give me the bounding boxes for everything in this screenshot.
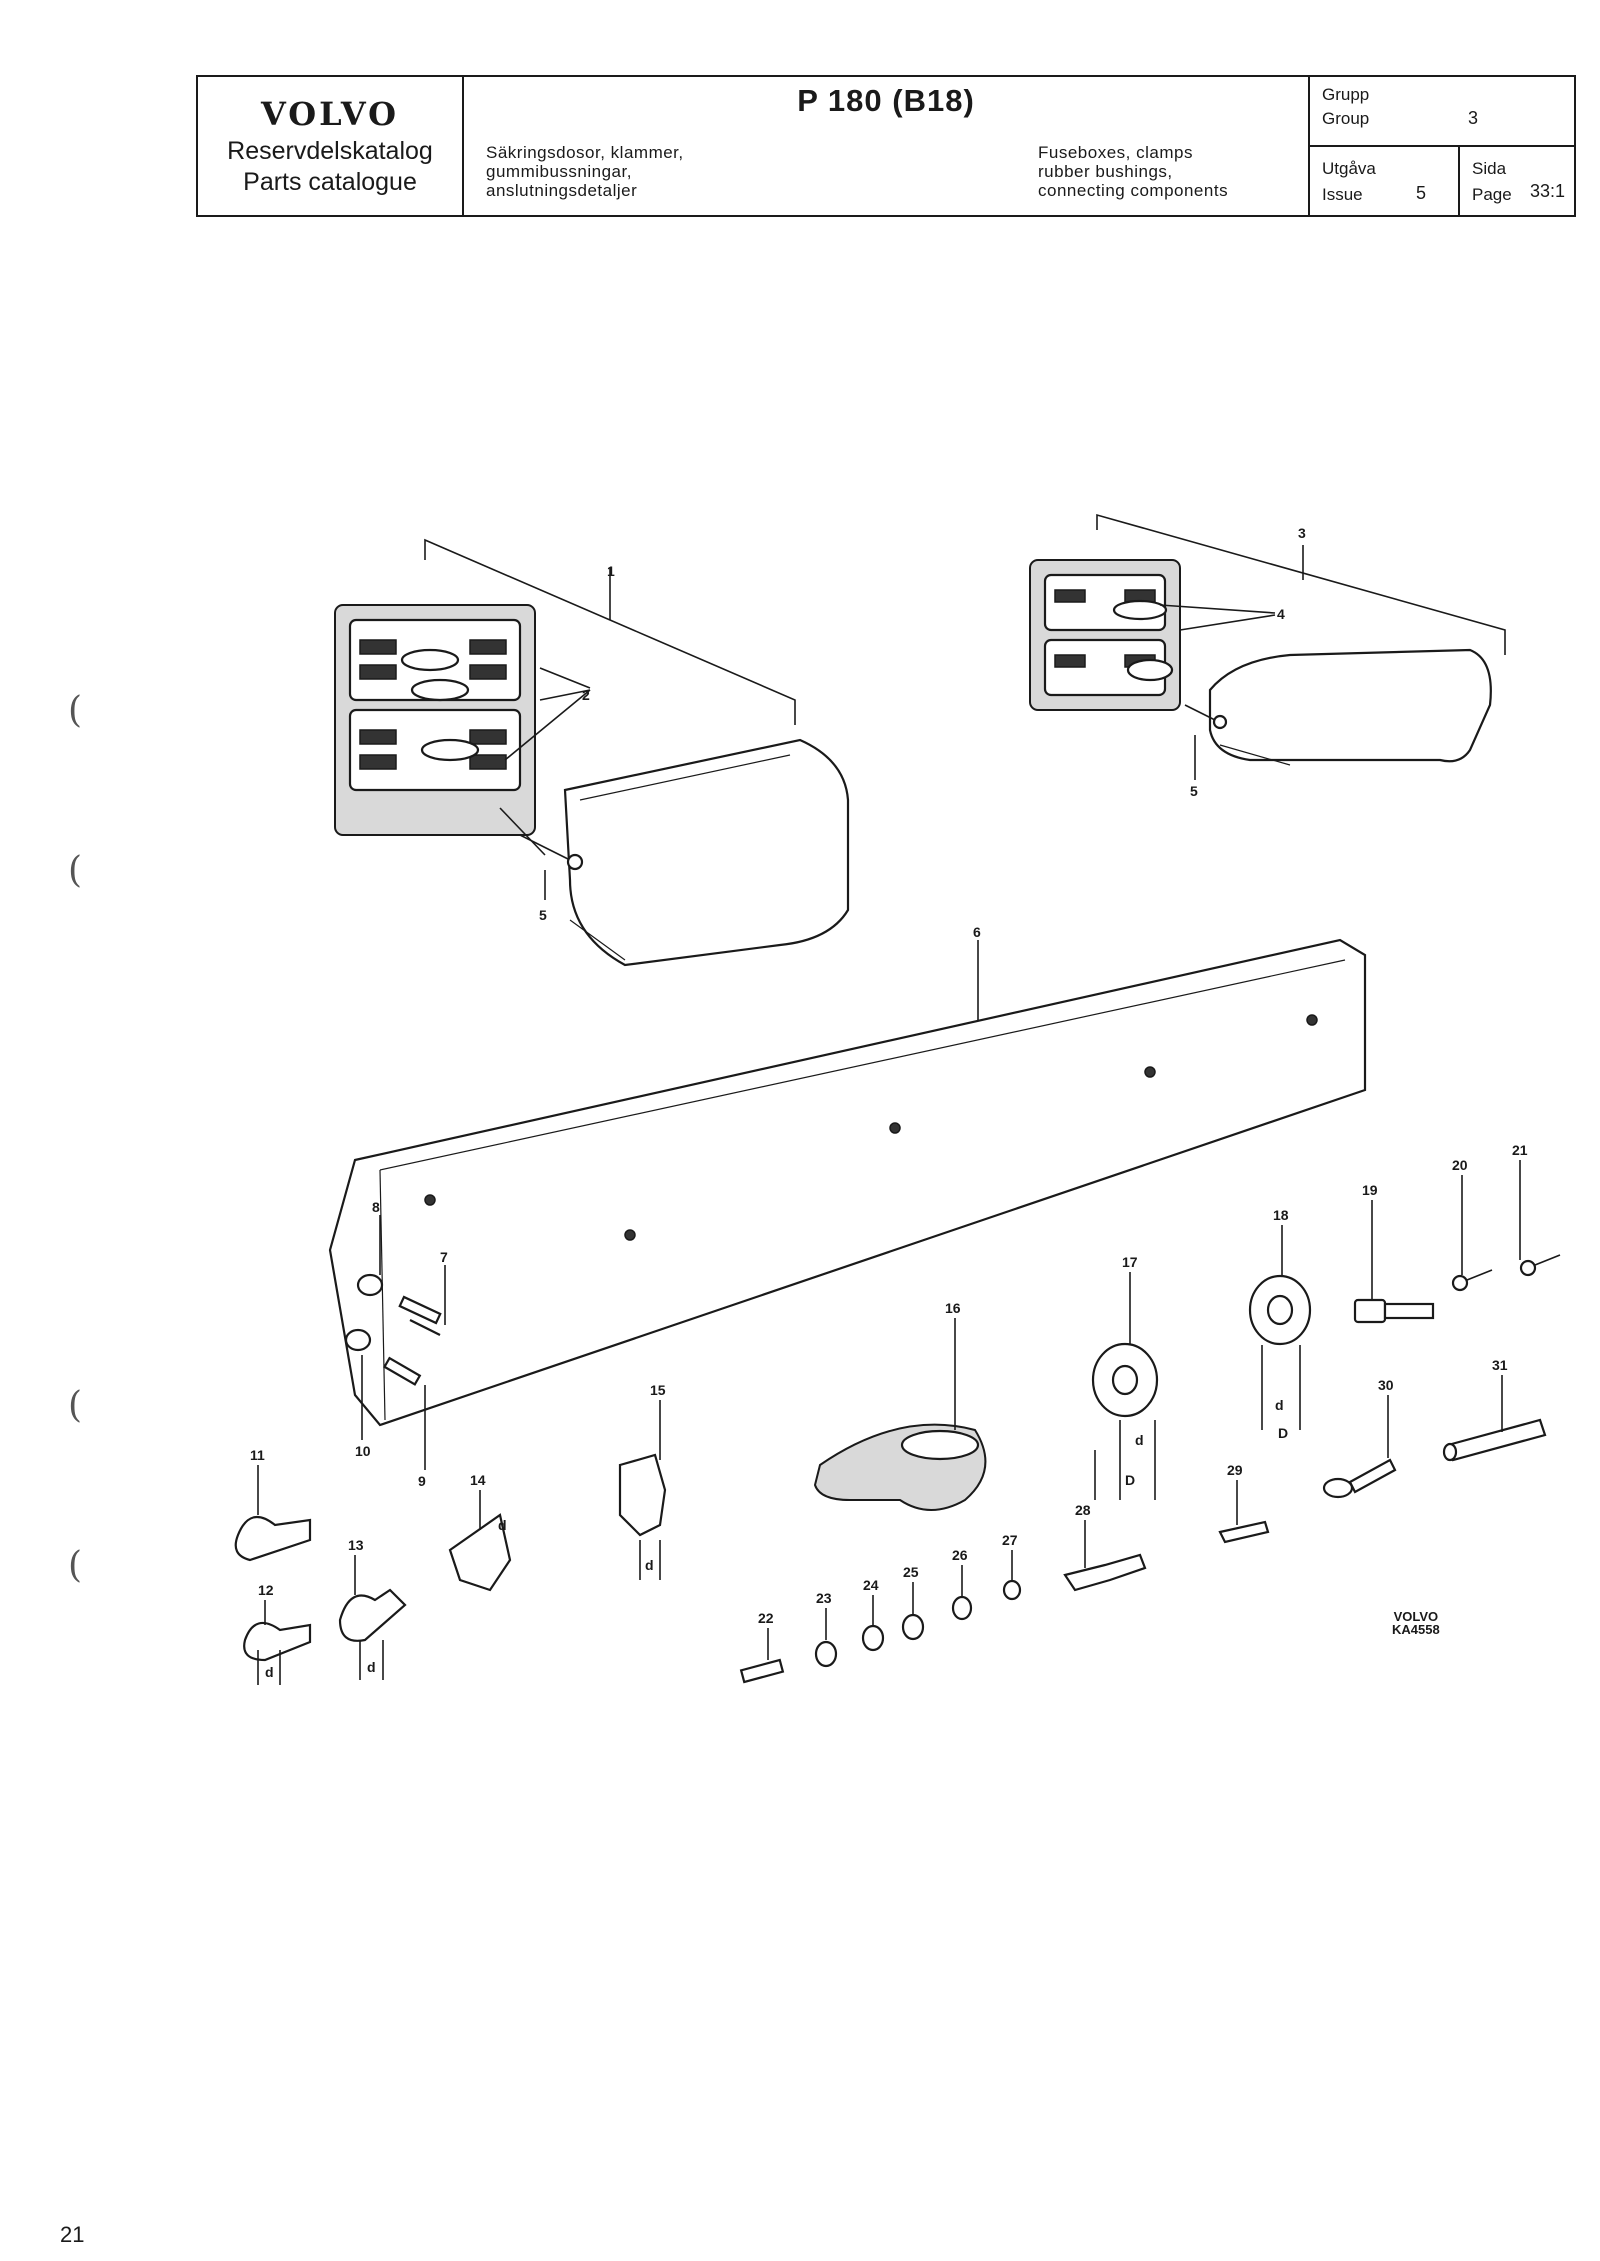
part-label-16: 16: [945, 1300, 961, 1316]
dimension-D-label: D: [1278, 1425, 1288, 1441]
part-label-12: 12: [258, 1582, 274, 1598]
dimension-d-label: d: [265, 1664, 274, 1680]
part-label-19: 19: [1362, 1182, 1378, 1198]
issue-value: 5: [1416, 183, 1427, 203]
illustration-stamp: VOLVO KA4558: [1392, 1610, 1440, 1636]
group-value: 3: [1468, 108, 1479, 128]
description-sv-line: Säkringsdosor, klammer,: [486, 143, 684, 162]
mounting-bar-illustration: [328, 938, 1367, 1470]
part-label-6: 6: [973, 924, 981, 940]
part-label-29: 29: [1227, 1462, 1243, 1478]
part-label-31: 31: [1492, 1357, 1508, 1373]
issue-label-sv: Utgåva: [1322, 159, 1376, 178]
part-label-9: 9: [418, 1473, 426, 1489]
page-value: 33:1: [1530, 181, 1566, 201]
part-label-5: 5: [1190, 783, 1198, 799]
page-label-sv: Sida: [1472, 159, 1507, 178]
part-label-26: 26: [952, 1547, 968, 1563]
part-label-30: 30: [1378, 1377, 1394, 1393]
part-label-10: 10: [355, 1443, 371, 1459]
issue-page-row: Utgåva Issue 5 Sida Page 33:1: [1310, 147, 1576, 217]
binding-margin-mark: (: [68, 1385, 83, 1426]
dimension-d-label: d: [1275, 1397, 1284, 1413]
description-en-line: connecting components: [1038, 181, 1229, 200]
part-label-14: 14: [470, 1472, 486, 1488]
group-label-sv: Grupp: [1322, 85, 1370, 104]
catalog-title-sv: Reservdelskatalog: [227, 137, 433, 165]
part-label-20: 20: [1452, 1157, 1468, 1173]
page-label-en: Page: [1472, 185, 1512, 204]
binding-margin-mark: (: [68, 690, 83, 731]
stamp-code: KA4558: [1392, 1622, 1440, 1637]
dimension-d-label: d: [645, 1557, 654, 1573]
part-label-1: 1: [607, 563, 615, 579]
part-label-18: 18: [1273, 1207, 1289, 1223]
description-cell: P 180 (B18) Säkringsdosor, klammer, gumm…: [464, 77, 1310, 215]
brand-cell: VOLVO Reservdelskatalog Parts catalogue: [198, 77, 464, 215]
fusebox-small-illustration: [1029, 513, 1506, 780]
model-title: P 180 (B18): [797, 83, 975, 118]
binding-margin-mark: (: [68, 850, 83, 891]
page-number: 21: [60, 2222, 85, 2247]
part-label-24: 24: [863, 1577, 879, 1593]
group-cell: Grupp Group 3 Utgåva Issue 5 Sida Page 3…: [1310, 77, 1576, 217]
fusebox-large-illustration: [334, 538, 850, 967]
part-label-11: 11: [250, 1447, 265, 1463]
part-label-4: 4: [1277, 606, 1285, 622]
part-label-28: 28: [1075, 1502, 1091, 1518]
part-label-22: 22: [758, 1610, 774, 1626]
stamp-brand: VOLVO: [1393, 1609, 1439, 1624]
issue-page-divider: [1458, 147, 1460, 217]
part-label-23: 23: [816, 1590, 832, 1606]
dimension-d-label: d: [498, 1517, 507, 1533]
description-english: Fuseboxes, clamps rubber bushings, conne…: [1038, 143, 1228, 200]
part-label-13: 13: [348, 1537, 364, 1553]
description-en-line: rubber bushings,: [1038, 162, 1173, 181]
group-row: Grupp Group 3: [1310, 77, 1576, 147]
part-label-7: 7: [440, 1249, 448, 1265]
issue-label-en: Issue: [1322, 185, 1363, 204]
description-sv-line: anslutningsdetaljer: [486, 181, 638, 200]
dimension-d-label: d: [367, 1659, 376, 1675]
part-label-8: 8: [372, 1199, 380, 1215]
description-en-line: Fuseboxes, clamps: [1038, 143, 1193, 162]
volvo-logo: VOLVO: [261, 95, 399, 133]
catalog-title-en: Parts catalogue: [243, 168, 417, 196]
part-label-17: 17: [1122, 1254, 1138, 1270]
description-swedish: Säkringsdosor, klammer, gummibussningar,…: [486, 143, 684, 200]
part-label-15: 15: [650, 1382, 666, 1398]
dimension-D-label: D: [1125, 1472, 1135, 1488]
part-label-3: 3: [1298, 525, 1306, 541]
part-label-2: 2: [582, 687, 590, 703]
part-label-21: 21: [1512, 1142, 1528, 1158]
group-label-en: Group: [1322, 109, 1370, 128]
catalog-header: VOLVO Reservdelskatalog Parts catalogue …: [196, 75, 1576, 217]
binding-margin-mark: (: [68, 1545, 83, 1586]
part-label-27: 27: [1002, 1532, 1018, 1548]
dimension-d-label: d: [1135, 1432, 1144, 1448]
small-parts-illustrations: [234, 1160, 1561, 1685]
part-label-5: 5: [539, 907, 547, 923]
part-label-25: 25: [903, 1564, 919, 1580]
description-sv-line: gummibussningar,: [486, 162, 632, 181]
